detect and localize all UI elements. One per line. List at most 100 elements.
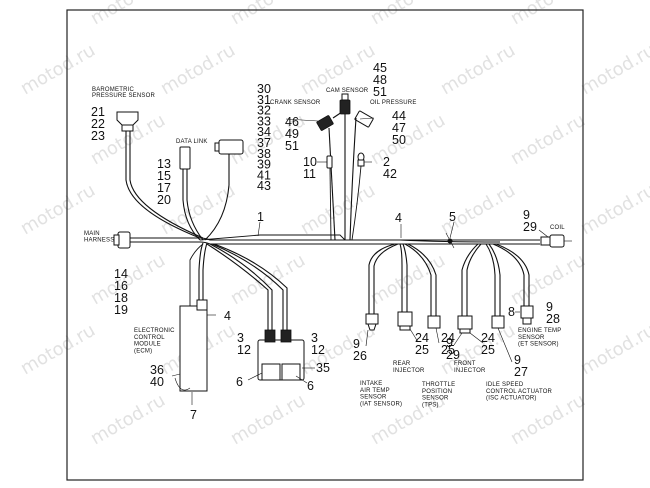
callout-relay-l: 12 bbox=[237, 343, 251, 357]
callout-relay-list: 32 bbox=[257, 104, 271, 118]
callout-5: 5 bbox=[449, 210, 456, 224]
callout-iac: 27 bbox=[514, 365, 528, 379]
callout-front: 9 bbox=[446, 336, 453, 350]
label-rear: INJECTOR bbox=[393, 368, 425, 374]
watermark-text: motod.ru bbox=[87, 250, 169, 309]
watermark-text: motod.ru bbox=[577, 180, 650, 239]
callout-relay-list: 31 bbox=[257, 93, 271, 107]
callout-front2: 25 bbox=[481, 343, 495, 357]
callout-10: 11 bbox=[303, 167, 316, 181]
label-iac: IDLE SPEED bbox=[486, 382, 524, 388]
callout-datalink: 15 bbox=[157, 169, 171, 183]
label-iat: AIR TEMP bbox=[360, 388, 390, 394]
label-ecm: CONTROL bbox=[134, 335, 165, 341]
callout-ecm-7: 7 bbox=[190, 408, 197, 422]
callout-relay-r: 3 bbox=[311, 331, 318, 345]
connector-2 bbox=[351, 152, 365, 241]
callout-cam: 45 bbox=[373, 61, 387, 75]
label-tps: SENSOR bbox=[422, 396, 449, 402]
watermark-text: motod.ru bbox=[17, 40, 99, 99]
callout-front: 29 bbox=[446, 348, 460, 362]
main-harness-trunk bbox=[130, 234, 540, 245]
oil-pressure-sensor bbox=[349, 110, 374, 241]
label-tps: (TPS) bbox=[422, 402, 439, 408]
label-et: ENGINE TEMP bbox=[518, 328, 561, 334]
callout-crank: 51 bbox=[285, 139, 299, 153]
watermark-text: motod.ru bbox=[297, 180, 379, 239]
leader-lines bbox=[171, 117, 549, 405]
front-injector bbox=[457, 243, 482, 334]
label-tps: POSITION bbox=[422, 389, 452, 395]
callout-crank: 49 bbox=[285, 127, 299, 141]
callout-relay-6r: 6 bbox=[307, 379, 314, 393]
et-sensor bbox=[492, 243, 534, 325]
callout-datalink: 13 bbox=[157, 157, 171, 171]
label-iat: SENSOR bbox=[360, 395, 387, 401]
callout-relay-list: 33 bbox=[257, 114, 271, 128]
watermark-text: motod.ru bbox=[367, 0, 449, 29]
label-oil: OIL PRESSURE bbox=[370, 100, 417, 106]
callout-relay-list: 37 bbox=[257, 136, 271, 150]
tps-sensor bbox=[404, 243, 441, 329]
callout-baro: 23 bbox=[91, 129, 105, 143]
label-front: FRONT bbox=[454, 361, 476, 367]
datalink-connector bbox=[179, 146, 204, 241]
watermark-text: motod.ru bbox=[507, 110, 589, 169]
label-datalink: DATA LINK bbox=[176, 139, 208, 145]
callout-relay-r: 12 bbox=[311, 343, 325, 357]
watermark-text: motod.ru bbox=[227, 390, 309, 449]
relay-block bbox=[206, 243, 305, 381]
callout-crank: 46 bbox=[285, 115, 299, 129]
label-ecm: MODULE bbox=[134, 342, 161, 348]
cam-sensor bbox=[339, 93, 351, 240]
iac-actuator bbox=[485, 243, 505, 329]
label-et: SENSOR bbox=[518, 335, 545, 341]
callout-relay-35: 35 bbox=[316, 361, 330, 375]
label-ecm: (ECM) bbox=[134, 348, 152, 354]
callout-tps: 24 bbox=[441, 331, 455, 345]
watermark-text: motod.ru bbox=[87, 0, 169, 29]
label-tps: THROTTLE bbox=[422, 382, 455, 388]
label-iat: (IAT SENSOR) bbox=[360, 401, 402, 407]
callout-2: 42 bbox=[383, 167, 397, 181]
watermark-text: motod.ru bbox=[157, 40, 239, 99]
coil-connector bbox=[540, 234, 572, 248]
label-baro: BAROMETRIC bbox=[92, 87, 134, 93]
watermark-text: motod.ru bbox=[17, 320, 99, 379]
callout-rear: 24 bbox=[415, 331, 429, 345]
watermark-text: motod.ru bbox=[577, 40, 650, 99]
callout-cam: 48 bbox=[373, 73, 387, 87]
callout-main: 19 bbox=[114, 303, 128, 317]
label-et: (ET SENSOR) bbox=[518, 342, 559, 348]
label-coil: COIL bbox=[550, 225, 565, 231]
watermark-text: motod.ru bbox=[367, 250, 449, 309]
label-ecm: ELECTRONIC bbox=[134, 328, 175, 334]
watermark-text: motod.ru bbox=[437, 40, 519, 99]
label-iat: INTAKE bbox=[360, 381, 382, 387]
callout-datalink: 20 bbox=[157, 193, 171, 207]
watermark-text: motod.ru bbox=[367, 110, 449, 169]
callout-front2: 24 bbox=[481, 331, 495, 345]
connector-10 bbox=[326, 155, 333, 241]
callout-main: 16 bbox=[114, 279, 128, 293]
label-rear: REAR bbox=[393, 361, 411, 367]
callout-relay-list: 39 bbox=[257, 158, 271, 172]
callout-coil: 29 bbox=[523, 220, 537, 234]
label-cam: CAM SENSOR bbox=[326, 88, 369, 94]
callout-datalink: 17 bbox=[157, 181, 171, 195]
label-baro: PRESSURE SENSOR bbox=[92, 93, 155, 99]
callout-main: 14 bbox=[114, 267, 128, 281]
callout-oil: 44 bbox=[392, 109, 406, 123]
main-harness-connector bbox=[113, 231, 131, 249]
baro-sensor bbox=[116, 111, 204, 239]
callout-2: 2 bbox=[383, 155, 390, 169]
callout-iat: 9 bbox=[353, 337, 360, 351]
watermark-text: motod.ru bbox=[87, 390, 169, 449]
label-crank: CRANK SENSOR bbox=[270, 100, 321, 106]
callout-relay-l: 3 bbox=[237, 331, 244, 345]
label-front: INJECTOR bbox=[454, 368, 486, 374]
callout-relay-list: 38 bbox=[257, 147, 271, 161]
watermark-text: motod.ru bbox=[227, 0, 309, 29]
callout-baro: 21 bbox=[91, 105, 105, 119]
